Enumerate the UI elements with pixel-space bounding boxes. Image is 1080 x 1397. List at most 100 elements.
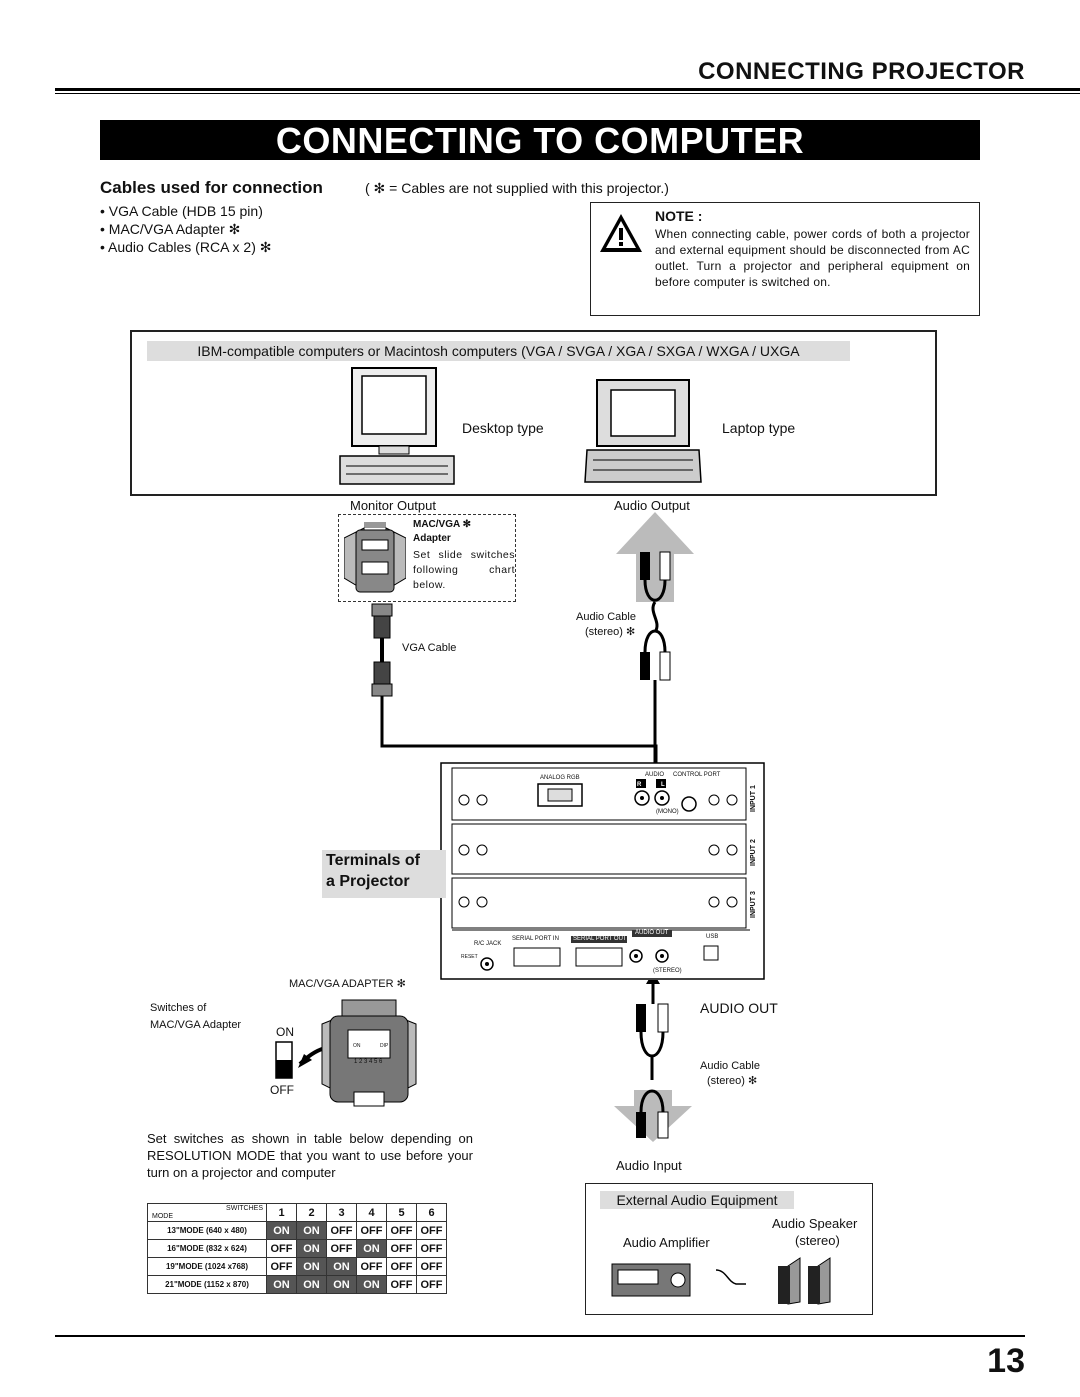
switches-header: SWITCHES [226, 1205, 263, 1212]
audio-cable-stereo: (stereo) ✻ [585, 626, 636, 638]
audio-cable-label: Audio Cable [576, 611, 636, 623]
vga-cable-label: VGA Cable [402, 642, 457, 654]
desktop-label: Desktop type [462, 420, 544, 436]
switch-cell: OFF [356, 1257, 387, 1276]
table-row: 16"MODE (832 x 624) OFF ON OFF ON OFF OF… [147, 1239, 447, 1258]
serial-in-label: SERIAL PORT IN [512, 936, 559, 942]
table-row: 13"MODE (640 x 480) ON ON OFF OFF OFF OF… [147, 1221, 447, 1240]
table-row: 21"MODE (1152 x 870) ON ON ON ON OFF OFF [147, 1275, 447, 1294]
control-port-label: CONTROL PORT [673, 772, 721, 778]
serial-out-label: SERIAL PORT OUT [573, 936, 627, 942]
note-title: NOTE : [655, 208, 703, 224]
terminals-line2: a Projector [326, 873, 410, 890]
switches-of-label: Switches of [150, 1002, 207, 1014]
terminals-label: Terminals of a Projector [322, 850, 446, 898]
audio-cable-stereo-2: (stereo) ✻ [707, 1075, 758, 1087]
mode-cell: 13"MODE (640 x 480) [147, 1221, 267, 1240]
mac-vga-label: MAC/VGA ✻ [413, 519, 472, 530]
switches-adapter-label: MAC/VGA Adapter [150, 1019, 242, 1031]
switch-cell: ON [296, 1239, 327, 1258]
audio-input-label: Audio Input [616, 1158, 682, 1173]
audio-out-label: AUDIO OUT [700, 1000, 778, 1016]
input-1-label: INPUT 1 [750, 785, 757, 812]
footer-rule [55, 1335, 1025, 1337]
external-audio-equipment-icons [611, 1257, 831, 1305]
switch-table: MODE SWITCHES 1 2 3 4 5 6 13"MODE (640 x… [147, 1203, 447, 1294]
col-header-2: 2 [296, 1203, 327, 1222]
input-2-label: INPUT 2 [750, 839, 757, 866]
input-3-label: INPUT 3 [750, 891, 757, 918]
switch-cell: ON [356, 1239, 387, 1258]
header-rule-thick [55, 88, 1080, 91]
audio-cable-diagram [616, 512, 694, 788]
note-box [590, 202, 980, 316]
switch-cell: ON [326, 1275, 357, 1294]
laptop-computer-icon [584, 379, 702, 483]
col-header-5: 5 [386, 1203, 417, 1222]
mac-vga-adapter-switch-icon [275, 999, 417, 1107]
mode-cell: 19"MODE (1024 x768) [147, 1257, 267, 1276]
audio-out-port-label: AUDIO OUT [635, 930, 669, 936]
slide-switch-note: Set slide switches following chart below… [413, 549, 515, 591]
switch-on-label: ON [276, 1025, 294, 1039]
audio-speaker-label: Audio Speaker [772, 1216, 858, 1231]
laptop-label: Laptop type [722, 420, 796, 436]
switch-cell: OFF [266, 1257, 297, 1276]
col-header-4: 4 [356, 1203, 387, 1222]
mode-header: MODE [152, 1213, 173, 1220]
analog-rgb-label: ANALOG RGB [540, 775, 580, 781]
switch-cell: ON [296, 1221, 327, 1240]
switch-cell: OFF [416, 1221, 447, 1240]
input-r-label: R [637, 782, 642, 788]
note-text: When connecting cable, power cords of bo… [655, 227, 970, 289]
switch-cell: ON [266, 1221, 297, 1240]
mode-cell: 21"MODE (1152 x 870) [147, 1275, 267, 1294]
input-l-label: L [661, 782, 665, 788]
switch-cell: ON [326, 1257, 357, 1276]
switch-cell: OFF [386, 1257, 417, 1276]
page-title: CONNECTING TO COMPUTER [100, 120, 980, 161]
stereo-port-label: (STEREO) [653, 968, 682, 974]
dip-label: DIP [380, 1043, 389, 1049]
page-number: 13 [987, 1342, 1025, 1380]
switch-cell: ON [296, 1275, 327, 1294]
audio-speaker-stereo: (stereo) [795, 1233, 840, 1248]
col-header-3: 3 [326, 1203, 357, 1222]
mac-vga-adapter-box [338, 514, 516, 602]
audio-output-label: Audio Output [614, 498, 690, 513]
switch-cell: OFF [356, 1221, 387, 1240]
switch-cell: ON [356, 1275, 387, 1294]
switch-off-label: OFF [270, 1083, 294, 1097]
header-rule-thin [55, 93, 1080, 94]
projector-terminal-panel [440, 762, 765, 980]
switch-cell: OFF [326, 1239, 357, 1258]
switch-cell: OFF [386, 1275, 417, 1294]
switch-cell: OFF [386, 1221, 417, 1240]
cable-item-audio: • Audio Cables (RCA x 2) ✻ [100, 239, 272, 255]
mode-cell: 16"MODE (832 x 624) [147, 1239, 267, 1258]
switch-cell: ON [296, 1257, 327, 1276]
cable-item-vga: • VGA Cable (HDB 15 pin) [100, 203, 263, 219]
switch-cell: OFF [416, 1257, 447, 1276]
reset-label: RESET [461, 954, 478, 960]
audio-cable-label-2: Audio Cable [700, 1060, 760, 1072]
mac-vga-adapter-label: MAC/VGA ADAPTER ✻ [289, 978, 406, 990]
switch-cell: ON [266, 1275, 297, 1294]
rc-jack-label: R/C JACK [474, 941, 502, 947]
monitor-output-label: Monitor Output [350, 498, 436, 513]
mac-vga-adapter-icon [344, 522, 406, 593]
dip-on-label: ON [353, 1043, 361, 1049]
switch-cell: OFF [326, 1221, 357, 1240]
terminals-line1: Terminals of [326, 852, 420, 869]
computers-strip: IBM-compatible computers or Macintosh co… [147, 341, 850, 361]
usb-label: USB [706, 934, 719, 940]
external-audio-title: External Audio Equipment [600, 1191, 794, 1209]
col-header-1: 1 [266, 1203, 297, 1222]
table-row: 19"MODE (1024 x768) OFF ON ON OFF OFF OF… [147, 1257, 447, 1276]
switch-table-header: MODE SWITCHES [147, 1203, 267, 1222]
mono-label: (MONO) [656, 809, 679, 815]
cables-note: ( ✻ = Cables are not supplied with this … [365, 180, 669, 196]
desktop-computer-icon [339, 367, 455, 485]
dip-numbers: 1 2 3 4 5 6 [354, 1059, 383, 1065]
audio-out-cable-diagram [614, 980, 692, 1142]
